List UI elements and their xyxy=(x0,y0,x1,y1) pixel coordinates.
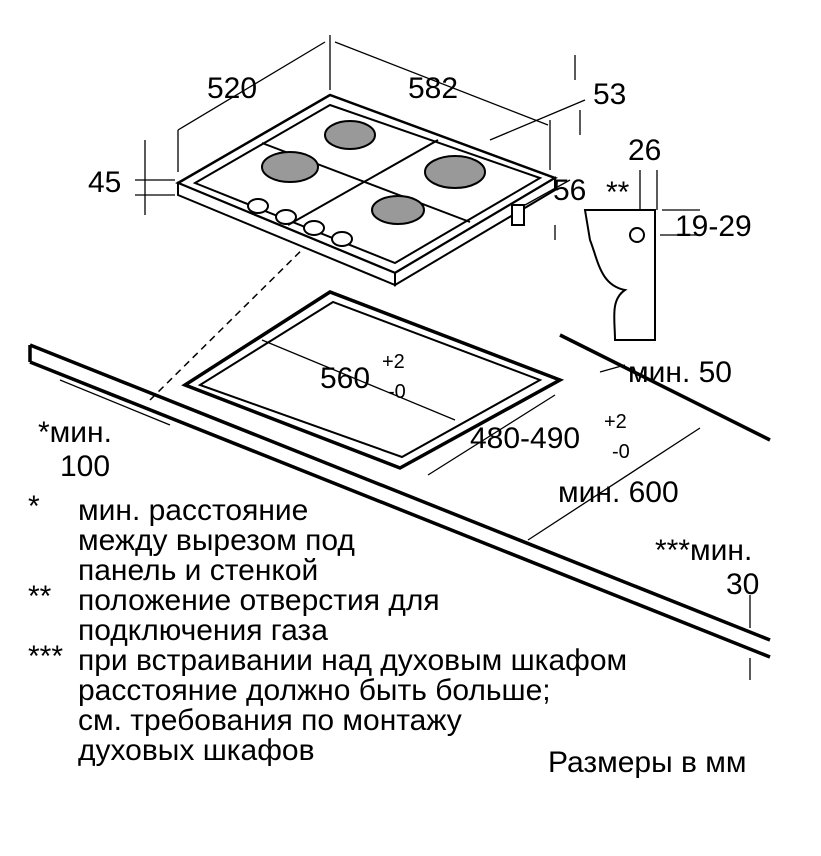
dim-min-counter: мин. 600 xyxy=(558,476,679,509)
note-1-line: между вырезом под xyxy=(78,524,355,557)
units-label: Размеры в мм xyxy=(548,746,747,779)
dim-cutout-depth: 480-490 xyxy=(470,422,580,455)
dim-front-offset: 56 xyxy=(553,174,586,207)
note-3-line: расстояние должно быть больше; xyxy=(78,674,551,707)
cutout-width-tol-minus: -0 xyxy=(388,381,406,403)
dim-min-oven-value: 30 xyxy=(726,568,759,601)
cutout xyxy=(181,290,565,470)
dim-rear-offset: 53 xyxy=(593,78,626,111)
dim-min-oven-label: ***мин. xyxy=(655,534,752,567)
dim-width: 582 xyxy=(408,72,458,105)
note-3-marker: *** xyxy=(28,640,63,673)
dim-height: 45 xyxy=(88,166,121,199)
gas-hob xyxy=(175,93,558,287)
note-2-marker: ** xyxy=(28,580,52,613)
dim-cutout-width: 560 xyxy=(320,362,370,395)
note-3-line: при встраивании над духовым шкафом xyxy=(78,644,627,677)
cutout-depth-tol-minus: -0 xyxy=(612,441,630,463)
alignment-dashed-line xyxy=(149,231,321,401)
cutout-depth-tol-plus: +2 xyxy=(604,411,627,433)
note-2-line: положение отверстия для xyxy=(78,584,440,617)
dim-gas-height: 19-29 xyxy=(675,210,752,243)
note-1-line: панель и стенкой xyxy=(78,554,318,587)
dimension-lines xyxy=(59,35,751,680)
gas-marker: ** xyxy=(606,176,630,209)
cutout-width-tol-plus: +2 xyxy=(382,351,405,373)
countertop xyxy=(28,333,771,659)
note-2-line: подключения газа xyxy=(78,614,328,647)
dim-depth: 520 xyxy=(207,72,257,105)
note-1-line: мин. расстояние xyxy=(78,494,308,527)
dim-min-side-label: *мин. xyxy=(38,416,112,449)
note-1-marker: * xyxy=(28,490,40,523)
dim-min-rear: мин. 50 xyxy=(628,356,732,389)
note-3-line: духовых шкафов xyxy=(78,734,315,767)
dim-gas-offset-x: 26 xyxy=(628,134,661,167)
gas-connection-detail xyxy=(583,170,700,341)
footnotes: * мин. расстояние между вырезом под пане… xyxy=(28,490,627,767)
dim-min-side-value: 100 xyxy=(60,450,110,483)
note-3-line: см. требования по монтажу xyxy=(78,704,462,737)
